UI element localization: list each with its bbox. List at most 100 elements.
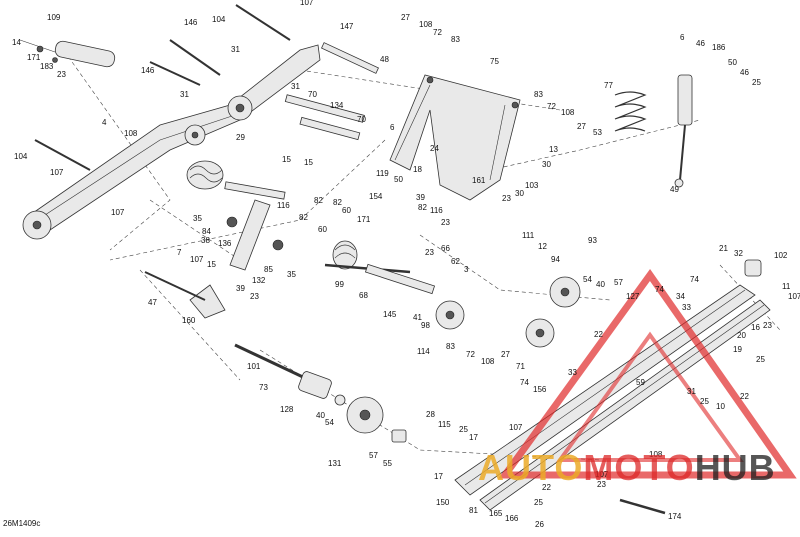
idler-wheel-center — [435, 300, 465, 330]
callout-54: 54 — [583, 275, 592, 284]
callout-57: 57 — [369, 451, 378, 460]
callout-32: 32 — [734, 249, 743, 258]
callout-146: 146 — [184, 18, 198, 27]
callout-186: 186 — [712, 43, 726, 52]
callout-31: 31 — [231, 45, 240, 54]
callout-31: 31 — [180, 90, 189, 99]
callout-114: 114 — [417, 347, 430, 356]
callout-33: 33 — [682, 303, 691, 312]
callout-81: 81 — [469, 506, 478, 515]
callout-59: 59 — [636, 378, 645, 387]
callout-75: 75 — [490, 57, 499, 66]
watermark-text: AUTOMOTOHUB — [478, 447, 776, 489]
callout-11: 11 — [782, 282, 791, 291]
callout-23: 23 — [763, 321, 772, 330]
callout-77: 77 — [604, 81, 613, 90]
long-bolts — [34, 4, 291, 171]
callout-108: 108 — [649, 450, 663, 459]
callout-107: 107 — [190, 255, 204, 264]
callout-83: 83 — [446, 342, 455, 351]
callout-131: 131 — [328, 459, 342, 468]
front-arm-assembly — [389, 74, 521, 201]
callout-33: 33 — [568, 368, 577, 377]
callout-108: 108 — [561, 108, 575, 117]
callout-25: 25 — [534, 498, 543, 507]
callout-71: 71 — [516, 362, 525, 371]
callout-28: 28 — [426, 410, 435, 419]
callout-57: 57 — [614, 278, 623, 287]
callout-22: 22 — [740, 392, 749, 401]
callout-115: 115 — [438, 420, 451, 429]
callout-15: 15 — [304, 158, 313, 167]
callout-83: 83 — [534, 90, 543, 99]
callout-23: 23 — [502, 194, 511, 203]
callout-156: 156 — [533, 385, 547, 394]
rear-idler-wheel — [346, 396, 384, 434]
callout-127: 127 — [626, 292, 640, 301]
callout-27: 27 — [577, 122, 586, 131]
callout-15: 15 — [207, 260, 216, 269]
callout-23: 23 — [425, 248, 434, 257]
callout-134: 134 — [330, 101, 344, 110]
callout-21: 21 — [719, 244, 728, 253]
callout-107: 107 — [300, 0, 314, 7]
callout-72: 72 — [433, 28, 442, 37]
callout-108: 108 — [481, 357, 495, 366]
callout-146: 146 — [141, 66, 155, 75]
callout-72: 72 — [547, 102, 556, 111]
callout-19: 19 — [733, 345, 742, 354]
callout-150: 150 — [436, 498, 450, 507]
rear-axle — [234, 343, 346, 406]
callout-39: 39 — [236, 284, 245, 293]
left-scissor-arm — [144, 199, 284, 319]
callout-84: 84 — [202, 227, 211, 236]
center-spring — [186, 160, 224, 190]
callout-102: 102 — [774, 251, 788, 260]
callout-60: 60 — [342, 206, 351, 215]
idler-wheel-upper-right — [549, 276, 581, 308]
callout-10: 10 — [716, 402, 725, 411]
callout-99: 99 — [335, 280, 344, 289]
callout-17: 17 — [434, 472, 443, 481]
callout-23: 23 — [597, 480, 606, 489]
callout-27: 27 — [501, 350, 510, 359]
callout-107: 107 — [111, 208, 125, 217]
callout-166: 166 — [505, 514, 519, 523]
callout-119: 119 — [376, 169, 389, 178]
callout-82: 82 — [418, 203, 427, 212]
torsion-spring — [324, 240, 436, 295]
watermark-triangle — [498, 268, 797, 479]
callout-6: 6 — [680, 33, 685, 42]
callout-16: 16 — [751, 323, 760, 332]
callout-98: 98 — [421, 321, 430, 330]
callout-6: 6 — [390, 123, 395, 132]
callout-136: 136 — [218, 239, 232, 248]
rear-shock-spring — [614, 74, 693, 188]
callout-53: 53 — [593, 128, 602, 137]
callout-108: 108 — [419, 20, 433, 29]
callout-25: 25 — [756, 355, 765, 364]
callout-104: 104 — [212, 15, 226, 24]
callout-94: 94 — [551, 255, 560, 264]
callout-145: 145 — [383, 310, 397, 319]
callout-30: 30 — [542, 160, 551, 169]
callout-82: 82 — [299, 213, 308, 222]
callout-20: 20 — [737, 331, 746, 340]
callout-17: 17 — [469, 433, 478, 442]
callout-109: 109 — [47, 13, 61, 22]
rear-shock-upper-left — [19, 39, 116, 68]
callout-72: 72 — [466, 350, 475, 359]
callout-31: 31 — [291, 82, 300, 91]
callout-12: 12 — [538, 242, 547, 251]
watermark-moto: MOTO — [583, 447, 695, 488]
callout-70: 70 — [308, 90, 317, 99]
callout-116: 116 — [277, 201, 290, 210]
callout-22: 22 — [542, 483, 551, 492]
callout-30: 30 — [515, 189, 524, 198]
callout-60: 60 — [318, 225, 327, 234]
callout-26: 26 — [535, 520, 544, 529]
callout-24: 24 — [430, 144, 439, 153]
callout-174: 174 — [668, 512, 682, 521]
callout-82: 82 — [314, 196, 323, 205]
